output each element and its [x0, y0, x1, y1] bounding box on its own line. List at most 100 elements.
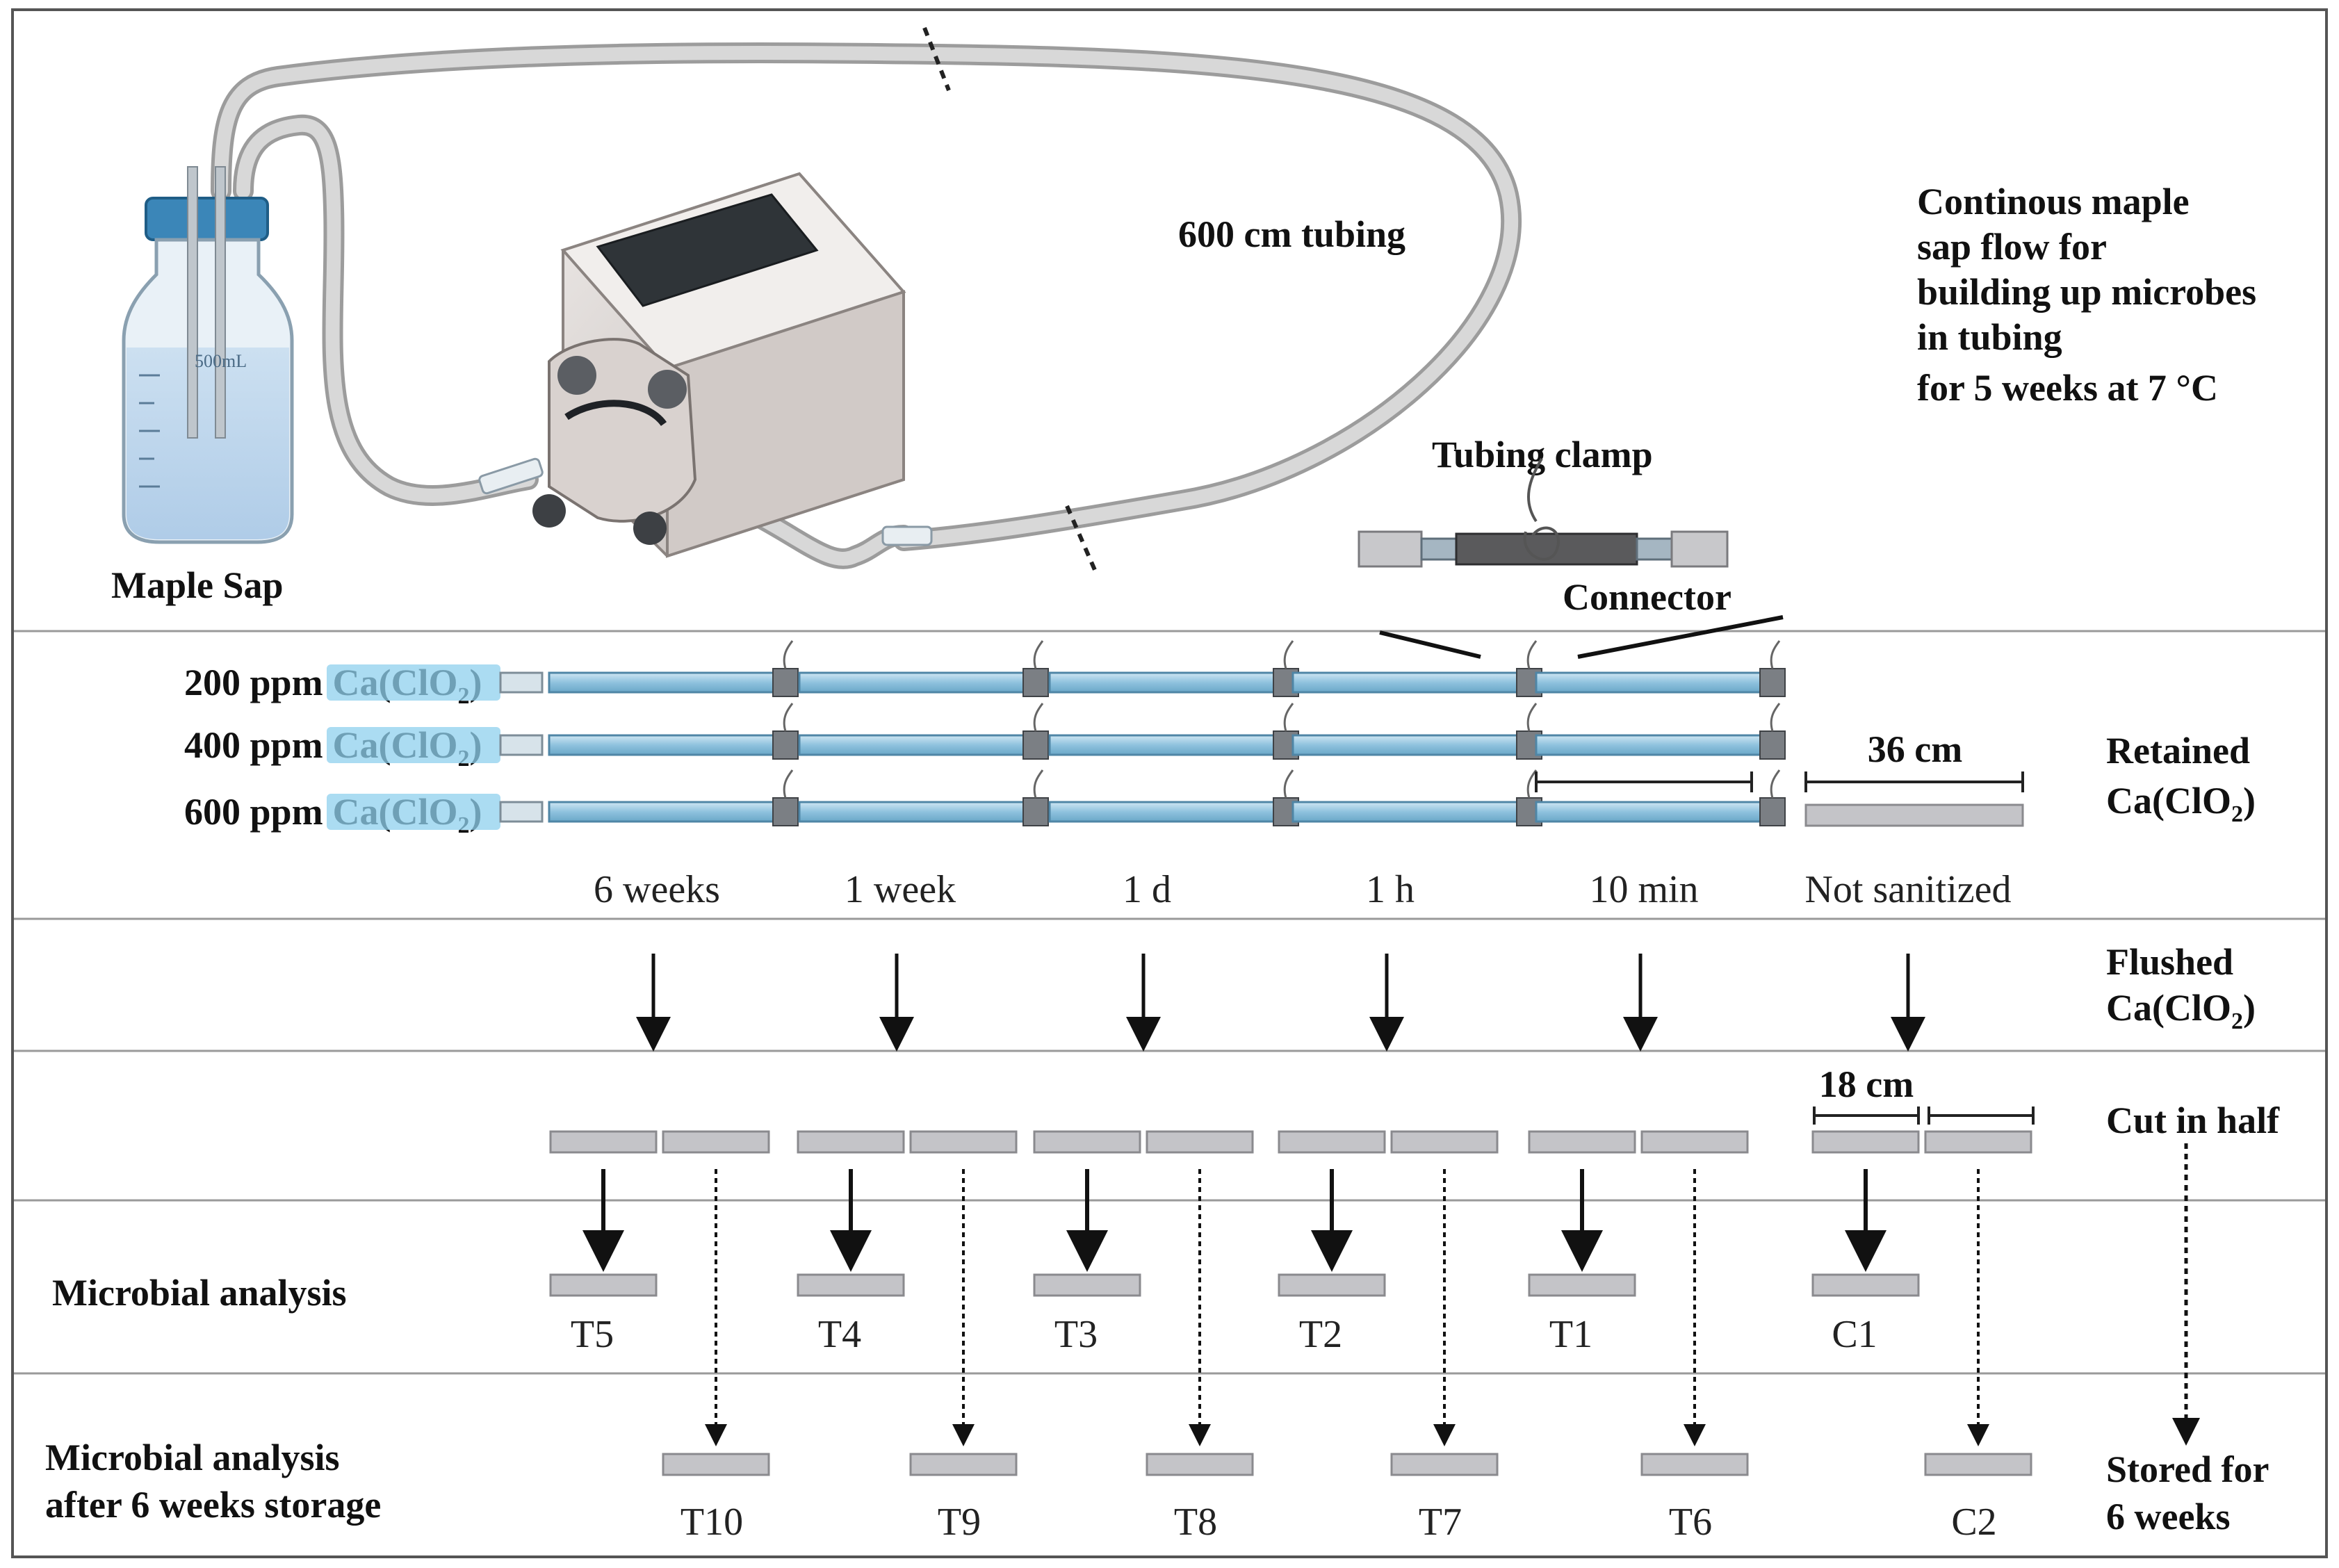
bottle-graduations [139, 374, 160, 488]
tubing-segment [1535, 671, 1767, 694]
bottle-volume-text: 500mL [195, 351, 247, 371]
storage-sample-id: T9 [938, 1501, 981, 1544]
cut-piece-left [549, 1130, 658, 1154]
description-line-1: Continous maple [1917, 181, 2190, 222]
cut-piece-right [662, 1130, 770, 1154]
clamp-tie-icon [1283, 769, 1294, 799]
tubing-segment [1291, 801, 1524, 823]
retained-label: Retained Ca(ClO2) [2106, 730, 2256, 827]
tubing-segment [798, 734, 1030, 756]
flushed-sub: 2 [2231, 1008, 2243, 1034]
bottle-straw-right [215, 166, 226, 439]
unsanitized-segment [1804, 771, 2024, 827]
storage-analysis-line-1: Microbial analysis [45, 1437, 340, 1478]
sample-id: T3 [1054, 1313, 1098, 1356]
segment-length-bracket [1535, 771, 1753, 792]
tubing-segment [548, 734, 780, 756]
stored-line-1: Stored for [2106, 1448, 2269, 1490]
svg-text:Ca(ClO2): Ca(ClO2) [2106, 780, 2256, 827]
cut-piece-left [1811, 1130, 1920, 1154]
storage-sample-id: T7 [1419, 1501, 1462, 1544]
storage-segment [1640, 1453, 1749, 1476]
time-label: 1 d [1123, 868, 1171, 911]
retained-sub: 2 [2231, 801, 2243, 827]
flush-arrows [636, 954, 1925, 1052]
analysis-segment [1811, 1273, 1920, 1297]
maple-sap-bottle: 500mL [122, 166, 294, 544]
section-dividers [14, 630, 2325, 1375]
half-length-label: 18 cm [1819, 1063, 1914, 1105]
microbial-analysis-label: Microbial analysis [52, 1272, 347, 1314]
cut-piece-right [1390, 1130, 1499, 1154]
tubing-segment [798, 801, 1030, 823]
clamp-tie-icon [1033, 769, 1044, 799]
storage-segment [1390, 1453, 1499, 1476]
description-line-4: in tubing [1917, 316, 2062, 358]
clamp-tie-icon [1770, 769, 1781, 799]
tubing-segment [1048, 801, 1280, 823]
segment-clamp [1759, 730, 1786, 760]
frame-border [11, 8, 2328, 1558]
ppm-text: 200 ppm [184, 662, 323, 703]
storage-sample-id: C2 [1951, 1501, 1996, 1544]
storage-segment [909, 1453, 1018, 1476]
retained-chem: Ca(ClO [2106, 780, 2231, 822]
sample-id: C1 [1832, 1313, 1877, 1356]
stored-label: Stored for 6 weeks [2106, 1448, 2269, 1537]
clamp-tie-icon [1033, 640, 1044, 669]
flushed-line-1: Flushed [2106, 941, 2233, 983]
half-length-brackets [1813, 1106, 2035, 1125]
clamp-tie-icon [1526, 703, 1538, 732]
tubing-segment [798, 671, 1030, 694]
storage-sample-id: T8 [1174, 1501, 1217, 1544]
connector-label: Connector [1563, 576, 1731, 618]
syringe-row: 400 ppmCa(ClO2) [184, 703, 1786, 771]
time-label: Not sanitized [1804, 868, 2011, 911]
description-line-5: for 5 weeks at 7 °C [1917, 367, 2218, 409]
bottle-liquid [127, 348, 289, 539]
time-label: 1 h [1366, 868, 1415, 911]
tube-connector-right [881, 525, 933, 546]
tubing-segment [548, 801, 780, 823]
clamp-detail: Tubing clamp Connector [1358, 434, 1784, 659]
tubing-cut-marks [922, 26, 1097, 571]
syringe-tip [499, 801, 544, 823]
clamp-tie-icon [1526, 640, 1538, 669]
stored-line-2: 6 weeks [2106, 1496, 2230, 1537]
syringe-tip [499, 734, 544, 756]
clamp-tie-icon [783, 703, 794, 732]
syringe-barrel [327, 664, 500, 701]
segment-clamp [1022, 668, 1049, 697]
segment-clamp [1759, 797, 1786, 826]
analysis-segment [1278, 1273, 1386, 1297]
clamp-tie-icon [1283, 640, 1294, 669]
cut-piece-left [1528, 1130, 1636, 1154]
flushed-close: ) [2243, 987, 2256, 1029]
storage-segment [1924, 1453, 2032, 1476]
bottle-cap [145, 197, 269, 241]
cut-pieces [549, 1130, 2032, 1154]
bottle-straw-left [187, 166, 198, 439]
time-label: 6 weeks [594, 868, 720, 911]
syringe-barrel [327, 794, 500, 830]
tubing-segment [1291, 734, 1524, 756]
svg-text:Ca(ClO2): Ca(ClO2) [2106, 987, 2256, 1034]
description-line-2: sap flow for [1917, 226, 2107, 268]
segment-clamp [1022, 797, 1049, 826]
analysis-segment [549, 1273, 658, 1297]
segment-clamp [1759, 668, 1786, 697]
segment-clamp [772, 668, 799, 697]
clamp-tie-icon [783, 769, 794, 799]
syringe-row: 200 ppmCa(ClO2) [184, 640, 1786, 709]
storage-segment [662, 1453, 770, 1476]
cut-piece-right [1146, 1130, 1254, 1154]
peristaltic-pump [532, 172, 906, 558]
analysis-segment [797, 1273, 905, 1297]
sample-id: T1 [1549, 1313, 1592, 1356]
retained-close: ) [2243, 780, 2256, 822]
storage-label: Microbial analysis after 6 weeks storage [45, 1437, 381, 1526]
